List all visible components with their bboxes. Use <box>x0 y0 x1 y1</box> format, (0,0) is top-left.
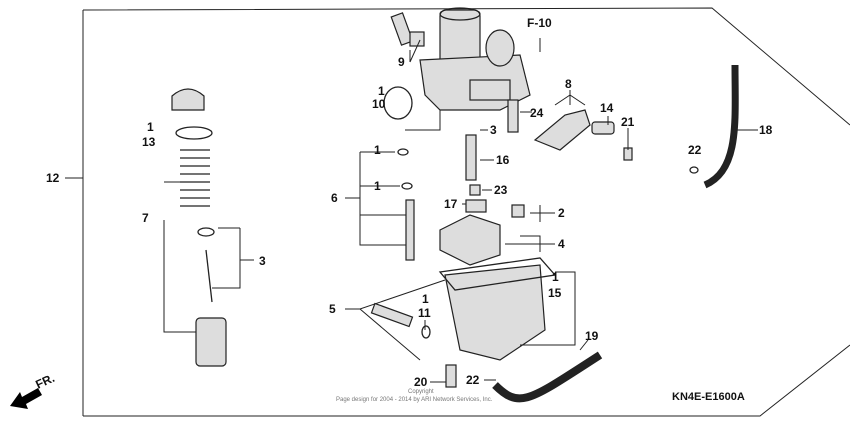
callout-23: 23 <box>494 183 508 197</box>
watermark-credit: Page design for 2004 - 2014 by ARI Netwo… <box>336 397 493 403</box>
o-ring-11 <box>421 325 431 339</box>
direction-label: FR. <box>33 371 56 392</box>
drain-tube-19 <box>492 351 603 403</box>
callout-14: 14 <box>600 101 614 115</box>
callout-1: 1 <box>374 179 381 193</box>
float-4 <box>439 214 501 266</box>
callout-5: 5 <box>329 302 336 316</box>
callout-1: 1 <box>147 120 154 134</box>
gasket-15 <box>438 257 557 291</box>
callout-1: 1 <box>552 270 559 284</box>
pin-14 <box>591 121 615 135</box>
o-ring-10 <box>383 86 413 120</box>
leader-lines <box>163 38 758 383</box>
callout-12: 12 <box>46 171 60 185</box>
callout-11: 11 <box>418 306 431 320</box>
callout-21: 21 <box>621 115 635 129</box>
tube-18 <box>703 64 739 189</box>
cap-13 <box>171 88 205 111</box>
callout-1: 1 <box>374 143 381 157</box>
frame-reference: F-10 <box>527 16 552 30</box>
clip-22 <box>689 166 699 174</box>
washer-1b <box>401 182 413 190</box>
callout-17: 17 <box>444 197 458 211</box>
callout-8: 8 <box>565 77 572 91</box>
pilot-jet <box>405 199 415 261</box>
main-jet-23 <box>469 184 481 196</box>
needle-jet-16 <box>465 134 477 181</box>
drain-screw-20 <box>445 364 457 388</box>
callout-9: 9 <box>398 55 405 69</box>
callout-3: 3 <box>259 254 266 268</box>
spring <box>180 149 210 207</box>
callout-1: 1 <box>422 292 429 306</box>
gasket-13 <box>175 126 213 140</box>
callout-13: 13 <box>142 135 156 149</box>
jet-24 <box>507 99 519 133</box>
carburetor-body <box>419 7 531 111</box>
callout-15: 15 <box>548 286 562 300</box>
retainer <box>197 227 215 237</box>
callout-10: 10 <box>372 97 386 111</box>
watermark-copyright: Copyright <box>408 389 434 395</box>
throttle-valve <box>195 317 227 367</box>
screw-11 <box>370 302 414 328</box>
float-arm-8 <box>533 109 591 151</box>
callout-18: 18 <box>759 123 773 137</box>
callout-22: 22 <box>688 143 702 157</box>
jet-needle <box>205 249 213 303</box>
callout-20: 20 <box>414 375 428 389</box>
diagram-frame <box>82 7 850 126</box>
front-direction-arrow-icon: FR. <box>10 371 57 409</box>
callout-6: 6 <box>331 191 338 205</box>
callout-4: 4 <box>558 237 565 251</box>
callout-7: 7 <box>142 211 149 225</box>
callout-1: 1 <box>378 84 385 98</box>
float-valve-17 <box>465 199 487 213</box>
clip-2 <box>511 204 525 218</box>
callout-16: 16 <box>496 153 510 167</box>
callout-22: 22 <box>466 373 480 387</box>
callout-19: 19 <box>585 329 599 343</box>
callout-2: 2 <box>558 206 565 220</box>
callout-24: 24 <box>530 106 544 120</box>
diagram-frame-bottom <box>83 344 850 417</box>
callout-3: 3 <box>490 123 497 137</box>
washer-1 <box>397 148 409 156</box>
diagram-code: KN4E-E1600A <box>672 391 745 403</box>
